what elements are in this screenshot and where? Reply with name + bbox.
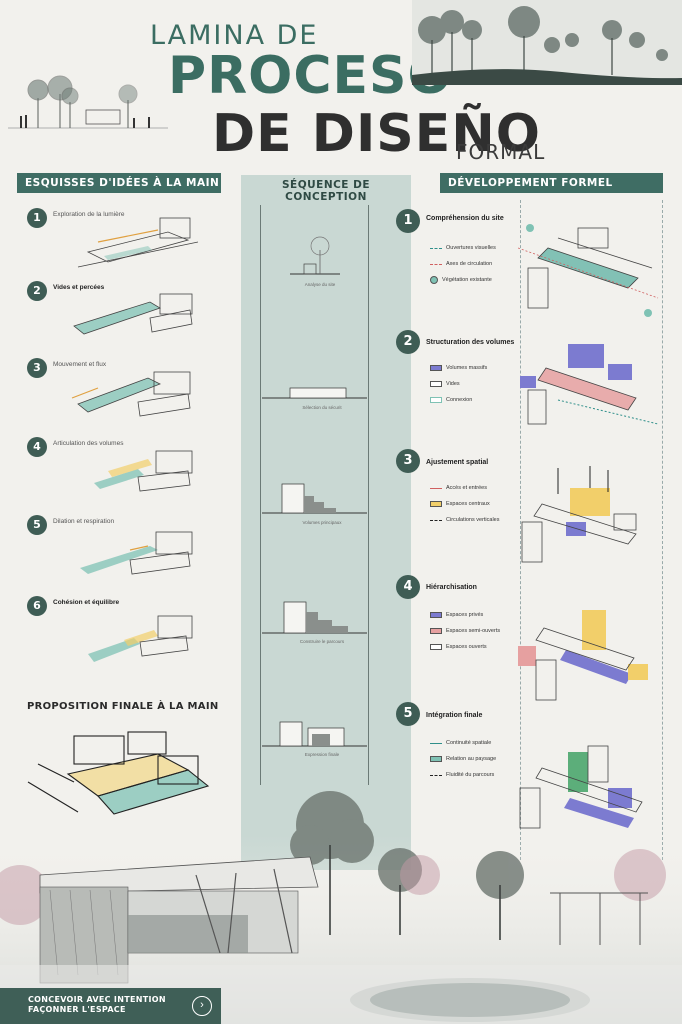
right-step-3-badge: 3 — [396, 449, 420, 473]
step-number-badge: 4 — [27, 437, 47, 457]
right-step-2-legend: Volumes massifs Vides Connexion — [430, 363, 487, 405]
left-step-5: 5 Dilation et respiration — [27, 515, 114, 535]
right-diagram-3 — [521, 466, 637, 563]
section-header-left: ESQUISSES D'IDÉES À LA MAIN — [17, 173, 221, 193]
sketch-dilation — [80, 531, 193, 575]
right-step-3-title: Ajustement spatial — [426, 459, 489, 466]
title-line-1: LAMINA DE — [150, 20, 319, 51]
right-step-4-badge: 4 — [396, 575, 420, 599]
right-step-4-legend: Espaces privés Espaces semi-ouverts Espa… — [430, 610, 500, 652]
landscape-sketch-left — [8, 75, 168, 129]
right-step-5-title: Intégration finale — [426, 712, 483, 719]
right-step-3-legend: Accès et entrées Espaces centraux Circul… — [430, 483, 500, 525]
left-step-3: 3 Mouvement et flux — [27, 358, 106, 378]
right-diagram-5 — [519, 745, 643, 829]
right-guide-line-b — [662, 200, 663, 860]
footer-line-1: CONCEVOIR AVEC INTENTION — [28, 995, 166, 1004]
right-step-1-title: Compréhension du site — [426, 215, 504, 222]
title-line-4: FORMAL — [456, 140, 546, 164]
legend-item: Espaces privés — [446, 612, 484, 618]
step-label: Mouvement et flux — [53, 361, 107, 368]
legend-item: Circulations verticales — [446, 517, 500, 523]
sequence-sketch-2 — [262, 387, 367, 399]
step-label: Cohésion et équilibre — [53, 599, 120, 606]
legend-item: Continuité spatiale — [446, 740, 492, 746]
sequence-label-4: Construire le parcours — [299, 639, 345, 644]
sequence-sketch-4 — [262, 601, 367, 634]
title-line-2: PROCESO — [168, 46, 453, 106]
sketch-articulation — [94, 450, 193, 492]
sequence-guide-line-right — [368, 205, 369, 785]
step-label: Articulation des volumes — [53, 440, 124, 447]
final-proposition-sketch — [27, 731, 210, 815]
step-label: Exploration de la lumière — [53, 211, 125, 218]
sketch-cohesion — [88, 615, 193, 662]
footer-banner: CONCEVOIR AVEC INTENTION FAÇONNER L'ESPA… — [0, 988, 221, 1024]
right-diagram-4 — [518, 610, 648, 701]
legend-item: Axes de circulation — [446, 261, 493, 267]
right-step-4-title: Hiérarchisation — [426, 584, 477, 591]
left-step-6: 6 Cohésion et équilibre — [27, 596, 119, 616]
legend-item: Végétation existante — [442, 277, 492, 283]
step-number-badge: 5 — [27, 515, 47, 535]
right-step-2-title: Structuration des volumes — [426, 339, 515, 346]
legend-item: Relation au paysage — [446, 756, 497, 762]
legend-item: Vides — [446, 381, 460, 387]
sequence-label-2: Sélection du sécurit — [302, 405, 342, 410]
left-step-1: 1 Exploration de la lumière — [27, 208, 125, 228]
sequence-sketch-site — [290, 236, 340, 275]
legend-item: Espaces semi-ouverts — [446, 628, 501, 634]
sequence-guide-line-left — [260, 205, 261, 785]
right-guide-line-a — [520, 200, 521, 860]
right-step-5-legend: Continuité spatiale Relation au paysage … — [430, 738, 496, 780]
step-number-badge: 3 — [27, 358, 47, 378]
sketch-movement — [71, 371, 191, 417]
legend-item: Espaces centraux — [446, 501, 490, 507]
legend-item: Accès et entrées — [446, 485, 487, 491]
sequence-sketch-5 — [262, 721, 367, 747]
middle-column-bg — [241, 175, 411, 870]
bottom-render-scene — [0, 791, 682, 1024]
sketch-light-exploration — [77, 217, 199, 268]
sequence-label-3: Volumes principaux — [302, 520, 342, 525]
right-step-1-legend: Ouvertures visuelles Axes de circulation… — [430, 243, 496, 285]
sequence-label-1: Analyse du site — [304, 282, 336, 287]
section-header-right: DÉVELOPPEMENT FORMEL — [440, 173, 663, 193]
title-line-3: DE DISEÑO — [212, 104, 541, 164]
landscape-sketch-right — [412, 0, 682, 85]
step-label: Vides et percées — [53, 284, 105, 291]
right-step-5-badge: 5 — [396, 702, 420, 726]
footer-line-2: FAÇONNER L'ESPACE — [28, 1005, 126, 1014]
left-step-4: 4 Articulation des volumes — [27, 437, 123, 457]
right-diagram-1 — [518, 224, 659, 317]
sketch-voids — [73, 293, 193, 335]
footer-arrow-button[interactable]: › — [192, 996, 212, 1016]
step-number-badge: 6 — [27, 596, 47, 616]
legend-item: Ouvertures visuelles — [446, 245, 496, 251]
right-diagram-2 — [520, 344, 659, 425]
legend-item: Volumes massifs — [446, 365, 488, 371]
step-label: Dilation et respiration — [53, 518, 115, 525]
section-header-middle: SÉQUENCE DE CONCEPTION — [281, 179, 371, 203]
legend-item: Fluidité du parcours — [446, 772, 495, 778]
right-step-2-badge: 2 — [396, 330, 420, 354]
legend-item: Espaces ouverts — [446, 644, 487, 650]
right-step-1-badge: 1 — [396, 209, 420, 233]
final-proposition-title: PROPOSITION FINALE À LA MAIN — [27, 701, 219, 712]
step-number-badge: 1 — [27, 208, 47, 228]
sequence-sketch-3 — [262, 483, 367, 514]
sequence-label-5: Expression finale — [304, 752, 340, 757]
step-number-badge: 2 — [27, 281, 47, 301]
left-step-2: 2 Vides et percées — [27, 281, 104, 301]
legend-item: Connexion — [446, 397, 473, 403]
